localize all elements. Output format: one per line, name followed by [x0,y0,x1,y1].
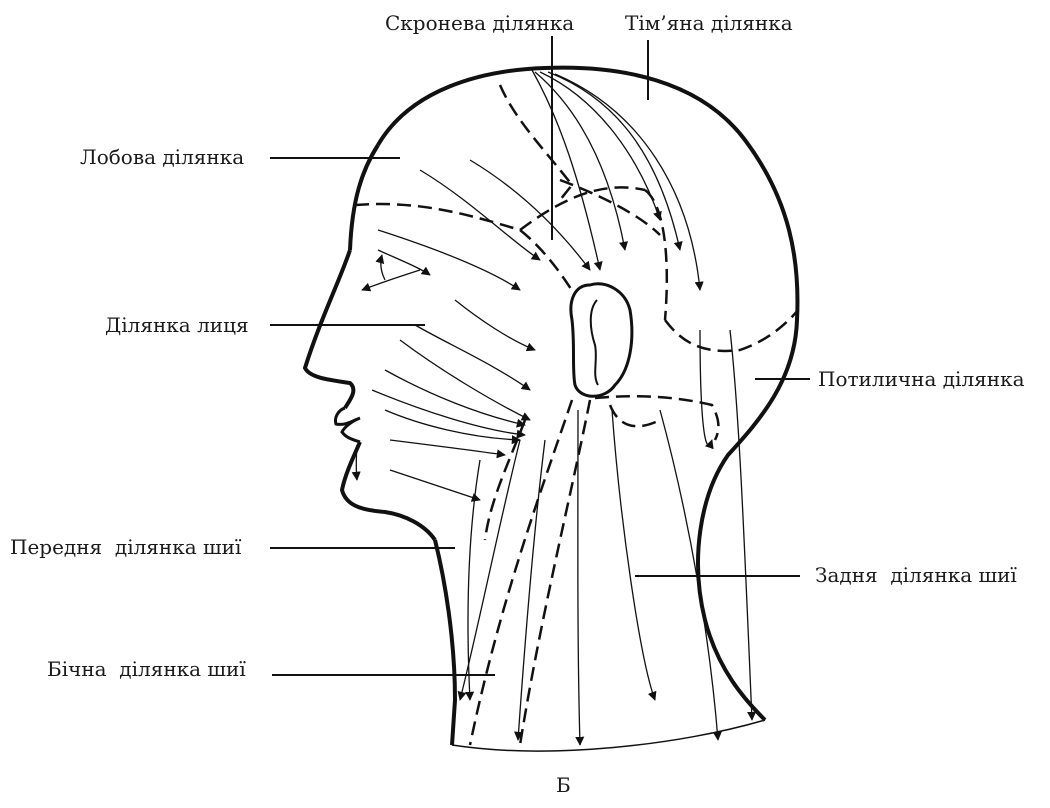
direction-arrows [356,70,752,745]
label-lateral-neck-region: Бічна ділянка шиї [47,659,246,679]
head-outline-front-neck [435,540,455,745]
head-outline-forehead [350,145,378,250]
label-posterior-neck-region: Задня ділянка шиї [815,565,1017,585]
head-outline-nose [305,250,353,408]
figure-letter: Б [556,775,571,795]
head-outline-lips [335,408,360,442]
label-face-region: Ділянка лиця [105,315,249,335]
label-frontal-region: Лобова ділянка [80,147,244,167]
label-occipital-region: Потилична ділянка [818,369,1025,389]
label-temporal-region: Скронева ділянка [385,13,574,33]
label-anterior-neck-region: Передня ділянка шиї [10,537,241,557]
label-parietal-region: Тім’яна ділянка [625,13,793,33]
ear-outline [571,284,632,397]
leader-lines [270,36,810,675]
region-boundaries [355,85,798,745]
